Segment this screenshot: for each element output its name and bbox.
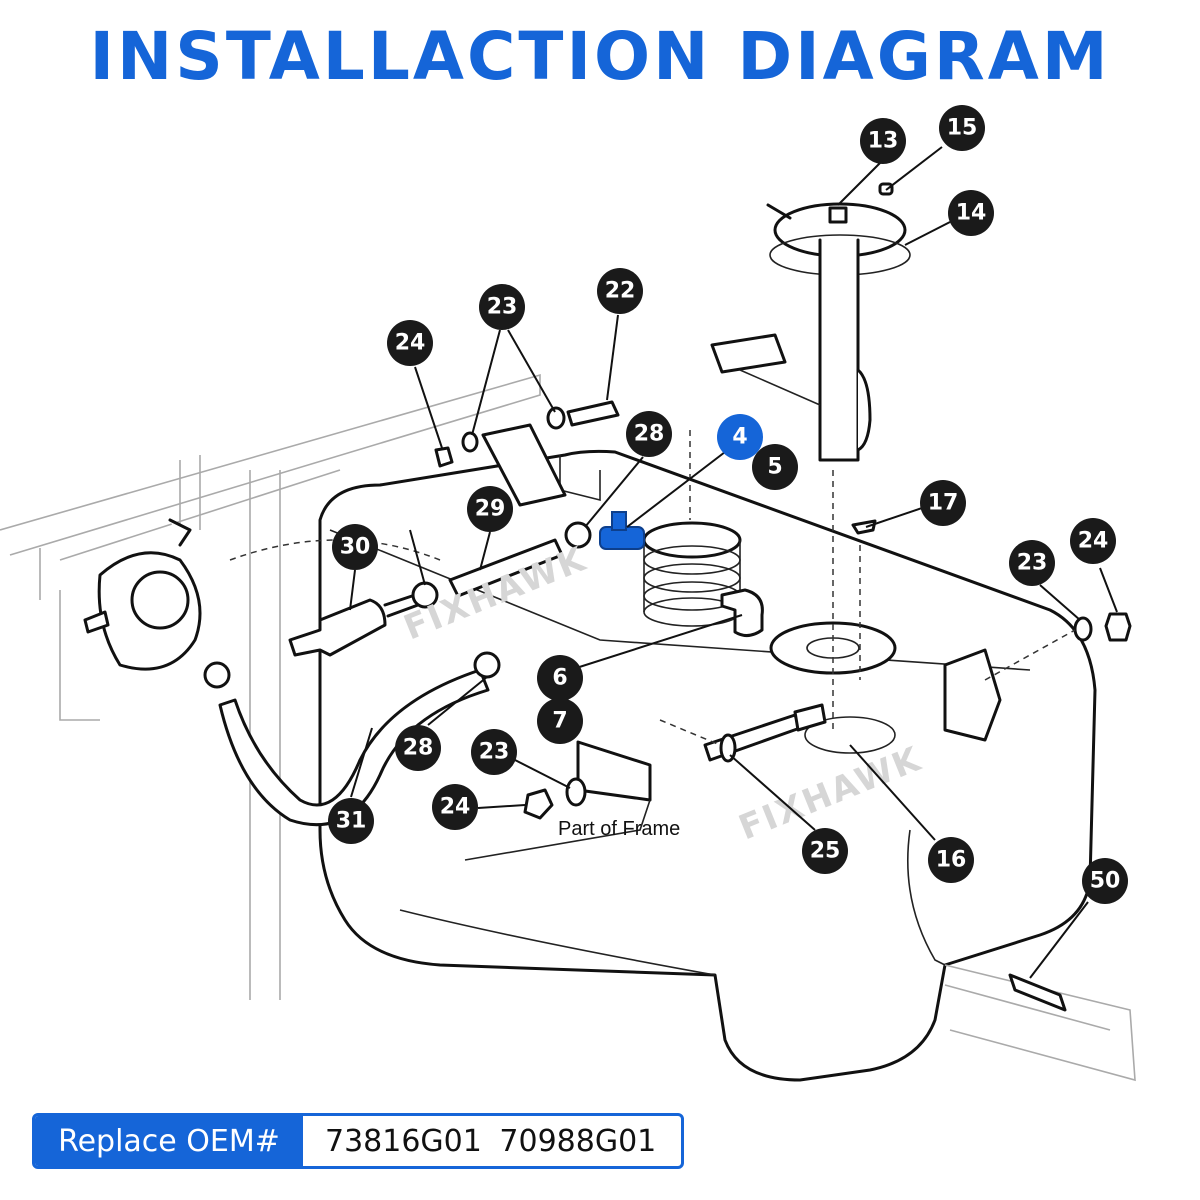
short-hose [448,538,564,598]
oem-replacement-box: Replace OEM# 73816G01 70988G01 [32,1113,684,1169]
svg-text:7: 7 [552,709,567,734]
callout-29: 29 [467,486,513,532]
svg-text:23: 23 [487,295,518,320]
svg-text:22: 22 [605,279,636,304]
vent-elbow [720,588,764,637]
svg-text:24: 24 [440,795,471,820]
svg-text:13: 13 [868,129,899,154]
svg-text:24: 24 [395,331,426,356]
callout-31: 31 [328,798,374,844]
callout-25: 25 [802,828,848,874]
svg-text:28: 28 [403,736,434,761]
frame-label: Part of Frame [558,818,680,840]
callout-24: 24 [387,320,433,366]
svg-text:24: 24 [1078,529,1109,554]
callout-5: 5 [752,444,798,490]
svg-text:15: 15 [947,116,978,141]
callout-28: 28 [626,411,672,457]
svg-text:50: 50 [1090,869,1121,894]
callout-15: 15 [939,105,985,151]
long-hose [218,668,490,827]
svg-text:16: 16 [936,848,967,873]
svg-text:6: 6 [552,666,567,691]
callout-6: 6 [537,655,583,701]
callout-4: 4 [717,414,763,460]
callout-24: 24 [1070,518,1116,564]
callout-23: 23 [479,284,525,330]
svg-text:23: 23 [479,740,510,765]
svg-text:5: 5 [767,455,782,480]
hose-clamps [203,521,592,689]
callout-24: 24 [432,784,478,830]
fuel-tank [318,449,1097,1082]
callout-13: 13 [860,118,906,164]
tank-vent-cap [599,511,645,550]
frame-channel [944,964,1136,1082]
svg-text:14: 14 [956,201,987,226]
svg-text:29: 29 [475,497,506,522]
leader-lines [349,146,1118,979]
fasteners [434,182,1132,820]
callout-22: 22 [597,268,643,314]
svg-text:28: 28 [634,422,665,447]
oem-part-numbers: 73816G01 70988G01 [325,1123,657,1159]
callout-7: 7 [537,698,583,744]
oem-label: Replace OEM# [35,1116,303,1166]
svg-text:23: 23 [1017,551,1048,576]
callout-23: 23 [471,729,517,775]
diagram-title: INSTALLACTION DIAGRAM [89,18,1111,95]
callout-14: 14 [948,190,994,236]
fuel-pump [83,518,202,671]
callout-16: 16 [928,837,974,883]
svg-text:31: 31 [336,809,367,834]
callout-30: 30 [332,524,378,570]
callout-17: 17 [920,480,966,526]
svg-text:25: 25 [810,839,841,864]
fuel-filter [288,593,420,657]
callout-50: 50 [1082,858,1128,904]
fuel-sending-unit [710,202,911,462]
svg-text:4: 4 [732,425,747,450]
svg-text:17: 17 [928,491,959,516]
callout-28: 28 [395,725,441,771]
callout-23: 23 [1009,540,1055,586]
svg-text:30: 30 [340,535,371,560]
